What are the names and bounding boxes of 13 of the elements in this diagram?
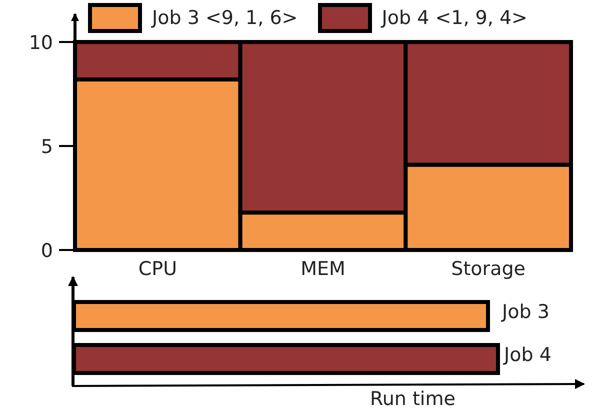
tick-label: 10 <box>28 32 53 54</box>
category-label: Storage <box>451 258 526 280</box>
tick-label: 5 <box>40 136 53 158</box>
bar-label: Job 4 <box>504 344 552 366</box>
runtime-bar <box>72 343 500 375</box>
runtime-bar <box>72 300 490 332</box>
axis-title: Run time <box>370 388 456 410</box>
category-label: CPU <box>138 258 177 280</box>
legend-label: Job 4 <1, 9, 4> <box>382 7 528 29</box>
legend-label: Job 3 <9, 1, 6> <box>152 7 298 29</box>
tick-label: 0 <box>40 240 53 262</box>
category-label: MEM <box>300 258 346 280</box>
bar-label: Job 3 <box>502 301 550 323</box>
